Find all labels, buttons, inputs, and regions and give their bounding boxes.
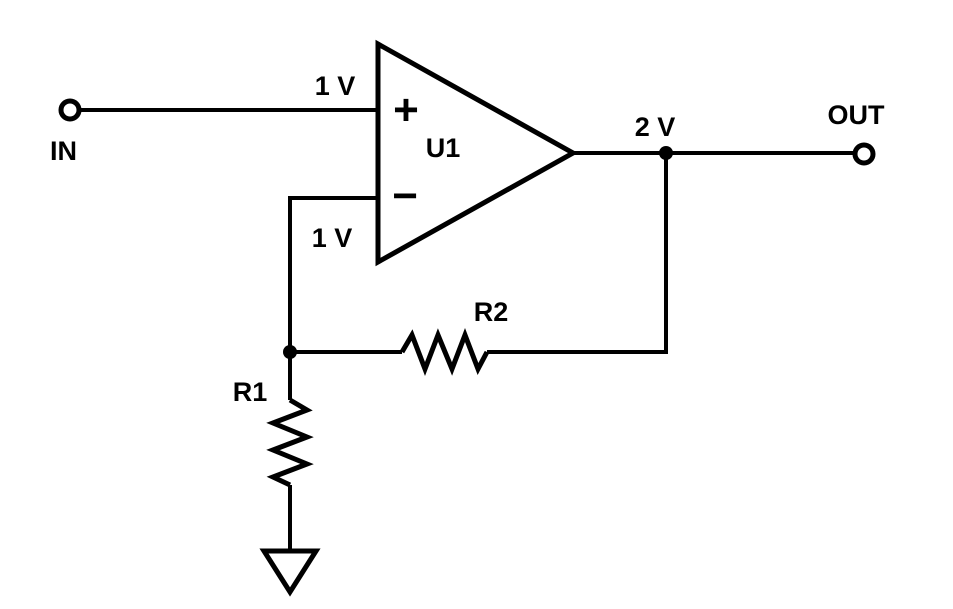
ground-icon xyxy=(259,548,321,597)
plus-icon: + xyxy=(393,86,419,135)
output-terminal xyxy=(852,142,876,166)
resistor-r1-symbol xyxy=(266,397,314,488)
resistor-r2-symbol xyxy=(399,327,490,377)
voltage-label-inverting-input: 1 V xyxy=(312,223,353,253)
opamp-designator-label: U1 xyxy=(426,133,461,163)
opamp-body xyxy=(375,39,579,267)
resistor-r2-label: R2 xyxy=(474,297,509,327)
voltage-label-noninverting-input: 1 V xyxy=(315,71,356,101)
minus-icon: − xyxy=(392,172,418,221)
voltage-label-output: 2 V xyxy=(635,112,676,142)
resistor-r1-label: R1 xyxy=(233,377,268,407)
wire-inverting-input xyxy=(288,196,378,352)
input-terminal xyxy=(58,98,82,122)
input-terminal-label: IN xyxy=(50,136,77,166)
junction-dot-output xyxy=(659,146,673,160)
output-terminal-label: OUT xyxy=(828,100,886,130)
junction-dot-inverting xyxy=(283,345,297,359)
